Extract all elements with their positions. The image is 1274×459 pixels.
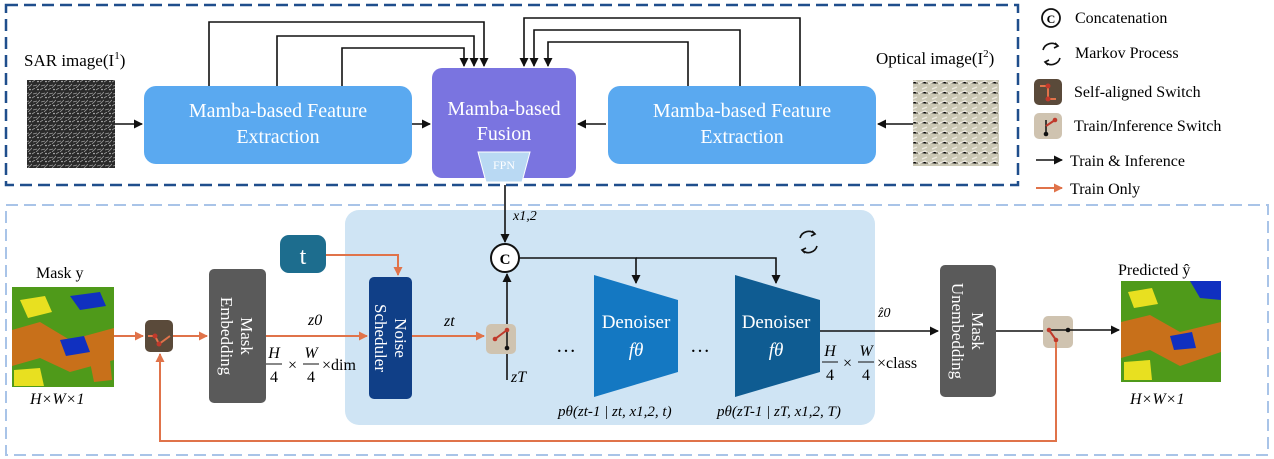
p-theta-1: pθ(zt-1 | zt, x1,2, t) xyxy=(557,404,672,420)
svg-text:W: W xyxy=(859,343,874,360)
svg-text:4: 4 xyxy=(862,367,870,384)
sar-label: SAR image(I1) xyxy=(24,50,125,70)
class-dim-label: H 4 × W 4 ×class xyxy=(822,343,917,384)
feature-extraction-left-line1: Mamba-based Feature xyxy=(189,100,367,122)
mask-embedding xyxy=(209,269,266,403)
svg-text:H: H xyxy=(267,345,281,362)
svg-text:4: 4 xyxy=(826,367,834,384)
train-inference-switch-mid xyxy=(486,324,516,354)
feature-extraction-left xyxy=(144,86,412,164)
feature-extraction-left-line2: Extraction xyxy=(236,126,319,148)
bottom-frame xyxy=(5,204,1269,456)
concat-node-symbol: C xyxy=(500,252,511,268)
top-arrows xyxy=(115,17,913,129)
legend-train-switch-label: Train/Inference Switch xyxy=(1074,118,1221,135)
svg-text:×: × xyxy=(843,355,852,372)
top-frame xyxy=(4,3,1020,187)
legend-markov-icon xyxy=(1042,42,1061,66)
legend-markov-label: Markov Process xyxy=(1075,45,1179,62)
svg-text:×dim: ×dim xyxy=(322,357,356,374)
zT-label: zT xyxy=(510,369,527,386)
legend-train-inference-label: Train & Inference xyxy=(1070,153,1185,170)
p-theta-2: pθ(zT-1 | zT, x1,2, T) xyxy=(716,404,841,420)
legend-concat-icon xyxy=(1041,8,1061,28)
ellipsis-2: … xyxy=(690,335,710,357)
fusion-block xyxy=(432,68,576,178)
feature-extraction-right xyxy=(608,86,876,164)
optical-label: Optical image(I2) xyxy=(876,48,994,68)
mask-size: H×W×1 xyxy=(29,391,84,408)
legend-self-switch-icon xyxy=(1034,79,1062,105)
embed-dim-label: H 4 × W 4 ×dim xyxy=(266,345,356,386)
sar-image xyxy=(27,80,115,168)
fusion-line1: Mamba-based xyxy=(447,98,560,120)
noise-scheduler-label: NoiseScheduler xyxy=(371,304,410,372)
z0-label: z0 xyxy=(307,312,322,329)
svg-text:×class: ×class xyxy=(877,355,917,372)
legend-concat-symbol: C xyxy=(1047,12,1056,26)
denoiser-1-label: Denoiser xyxy=(602,312,671,333)
timestep-t-label: t xyxy=(300,244,307,270)
legend: C Concatenation Markov Process Self-alig… xyxy=(1034,8,1221,198)
denoiser-2-label: Denoiser xyxy=(742,312,811,333)
fpn-label: FPN xyxy=(493,158,515,172)
feature-extraction-right-line2: Extraction xyxy=(700,126,783,148)
mask-image xyxy=(12,287,114,387)
mask-unembedding-label: MaskUnembedding xyxy=(948,283,987,380)
mask-unembedding xyxy=(940,265,996,397)
mask-label: Mask y xyxy=(36,265,84,282)
legend-train-switch-icon xyxy=(1034,113,1062,139)
optical-image xyxy=(913,80,999,166)
fusion-line2: Fusion xyxy=(477,123,531,145)
svg-text:×: × xyxy=(288,357,297,374)
legend-self-switch-label: Self-aligned Switch xyxy=(1074,84,1201,101)
legend-train-only-label: Train Only xyxy=(1070,181,1140,198)
bottom-black-arrows xyxy=(500,185,1120,380)
noise-scheduler xyxy=(369,277,412,399)
svg-text:W: W xyxy=(304,345,319,362)
self-aligned-switch-left xyxy=(145,320,173,352)
denoiser-1 xyxy=(594,275,678,397)
legend-concat-label: Concatenation xyxy=(1075,10,1167,27)
bottom-orange-arrows xyxy=(114,254,1057,442)
predicted-label: Predicted ŷ xyxy=(1118,262,1190,279)
train-inference-switch-right xyxy=(1043,316,1073,348)
denoiser-2 xyxy=(735,275,820,397)
predicted-image xyxy=(1121,281,1221,382)
denoiser-1-f: fθ xyxy=(629,340,644,361)
markov-process-icon xyxy=(799,230,818,254)
svg-text:4: 4 xyxy=(307,369,315,386)
svg-text:4: 4 xyxy=(270,369,278,386)
mask-embedding-label: MaskEmbedding xyxy=(217,297,256,376)
fpn-block xyxy=(477,151,531,183)
denoiser-2-f: fθ xyxy=(769,340,784,361)
z0-hat-label: ẑ0 xyxy=(877,306,890,321)
ellipsis-1: … xyxy=(556,335,576,357)
feature-extraction-right-line1: Mamba-based Feature xyxy=(653,100,831,122)
svg-text:H: H xyxy=(823,343,837,360)
predicted-size: H×W×1 xyxy=(1129,391,1184,408)
zt-label: zt xyxy=(443,313,455,330)
timestep-t xyxy=(280,235,326,273)
x12-label: x1,2 xyxy=(512,209,537,224)
